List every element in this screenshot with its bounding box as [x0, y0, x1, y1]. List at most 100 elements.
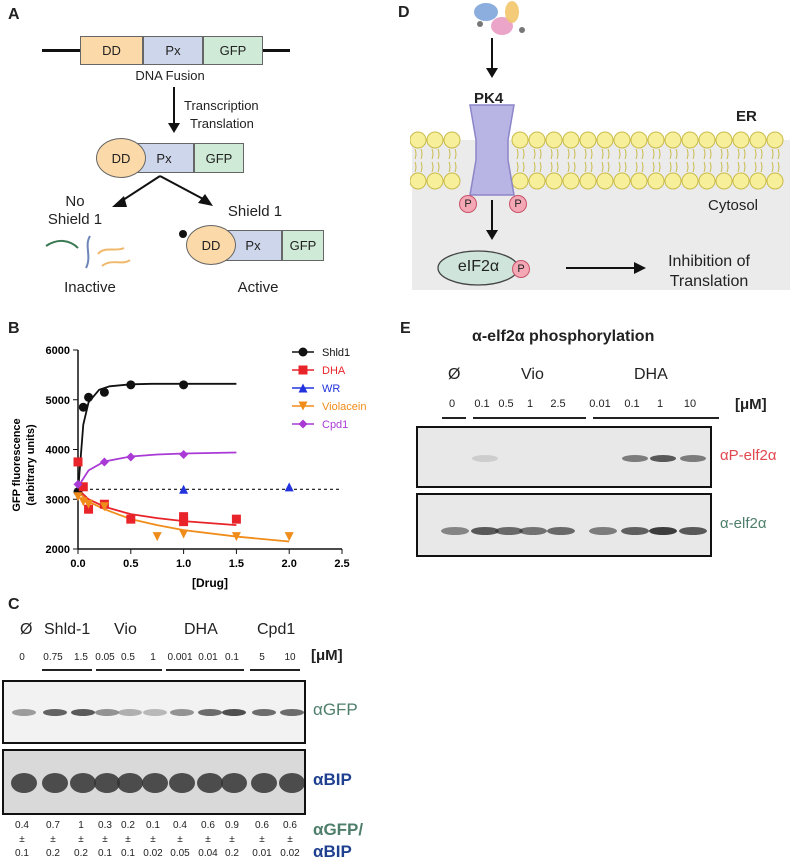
band: [142, 773, 168, 793]
no-shield-text: No: [65, 193, 85, 210]
x-tick-label: 0.5: [123, 558, 138, 570]
point-wr: [179, 484, 189, 494]
shield-ligand: [179, 230, 187, 238]
gfp-fluorescence-chart: GFP fluorescence (arbitrary units) 20003…: [11, 345, 366, 590]
band: [169, 773, 195, 793]
band: [472, 455, 498, 462]
point-cpd1: [73, 479, 83, 489]
legend-marker-wr: [298, 383, 308, 393]
c-quant-value: 0.7: [46, 820, 60, 831]
c-underline-cpd: [250, 669, 300, 671]
c-conc-label: 0.001: [167, 652, 193, 663]
c-conc-label: 0: [19, 652, 25, 663]
c-quant-value: 0.6: [201, 820, 215, 831]
band: [441, 527, 469, 535]
e-conc-label: 1: [656, 398, 664, 410]
c-quant-value: 1: [78, 820, 84, 831]
legend-marker-violacein: [298, 401, 308, 411]
band: [71, 709, 95, 716]
eif2a-label: eIF2α: [457, 258, 500, 275]
dna-px-domain: Px: [143, 36, 203, 65]
band: [12, 709, 36, 716]
panel-e-label: E: [400, 320, 411, 337]
e-conc-label: 10: [683, 398, 697, 410]
c-quant-value: 0.02: [280, 848, 300, 859]
c-blot-gfp: [2, 680, 306, 744]
dna-dd-domain: DD: [80, 36, 143, 65]
phospho-p-right: P: [509, 195, 527, 213]
active-dd-domain: DD: [186, 225, 236, 265]
e-conc-label: 1: [526, 398, 534, 410]
y-axis-label-line2: (arbitrary units): [25, 424, 37, 506]
point-cpd1: [179, 449, 189, 459]
band: [279, 773, 304, 793]
point-shld1: [99, 387, 109, 397]
c-quant-value: 0.1: [146, 820, 160, 831]
y-tick-label: 3000: [46, 494, 70, 506]
shield-text: Shield 1: [227, 203, 283, 220]
c-conc-label: 0.5: [121, 652, 135, 663]
point-violacein: [231, 532, 241, 542]
legend-marker-dha: [298, 365, 308, 375]
point-dha: [73, 457, 83, 467]
x-tick-label: 2.0: [282, 558, 297, 570]
c-vio-label: Vio: [114, 621, 137, 638]
e-conc-label: 0.01: [589, 398, 611, 410]
band: [519, 527, 547, 535]
dna-gfp-domain: GFP: [203, 36, 263, 65]
c-quant-value: ±: [19, 834, 25, 845]
e-label-p-eif2a: αP-elf2α: [720, 447, 777, 464]
active-text: Active: [237, 279, 279, 296]
band: [252, 709, 276, 716]
panel-a-label: A: [8, 6, 20, 23]
band: [547, 527, 575, 535]
protein-gfp-domain: GFP: [194, 143, 244, 173]
band: [170, 709, 194, 716]
c-quant-value: ±: [205, 834, 211, 845]
c-quant-value: ±: [259, 834, 265, 845]
c-quant-value: ±: [177, 834, 183, 845]
c-quant-value: 0.4: [15, 820, 29, 831]
e-empty-label: Ø: [448, 366, 461, 383]
c-label-gfp: αGFP: [313, 700, 358, 719]
c-quant-value: 0.6: [255, 820, 269, 831]
band: [94, 773, 120, 793]
c-cpd-label: Cpd1: [257, 621, 296, 638]
dna-fusion-caption: DNA Fusion: [135, 68, 205, 83]
panel-b-label: B: [8, 320, 20, 337]
legend-label-shld1: Shld1: [322, 347, 350, 359]
c-underline-shld: [42, 669, 92, 671]
c-conc-label: 0.75: [43, 652, 63, 663]
band: [11, 773, 37, 793]
c-quant-value: 0.02: [143, 848, 163, 859]
point-cpd1: [99, 457, 109, 467]
er-pk4-diagram: [410, 1, 790, 290]
e-conc-label: 0.1: [474, 398, 490, 410]
x-tick-label: 1.5: [229, 558, 244, 570]
translation-text-d: Translation: [669, 273, 749, 290]
band: [679, 527, 707, 535]
c-unit-label: [μM]: [311, 647, 343, 664]
point-dha: [231, 514, 241, 524]
band: [117, 773, 143, 793]
x-axis-label: [Drug]: [192, 576, 228, 590]
band: [222, 709, 246, 716]
transcription-text: Transcription: [184, 98, 259, 113]
y-tick-label: 6000: [46, 345, 70, 357]
c-quant-value: 0.6: [283, 820, 297, 831]
c-quant-value: 0.1: [15, 848, 29, 859]
inhibition-text: Inhibition of: [668, 253, 750, 270]
legend-label-dha: DHA: [322, 365, 346, 377]
e-dha-label: DHA: [634, 366, 668, 383]
no-shield-text-2: Shield 1: [47, 211, 103, 228]
point-shld1: [78, 402, 88, 412]
point-violacein: [99, 502, 109, 512]
point-wr: [284, 482, 294, 492]
point-dha: [179, 512, 189, 522]
point-violacein: [73, 492, 83, 502]
point-shld1: [179, 380, 189, 390]
pk4-label: PK4: [474, 90, 504, 107]
band: [495, 527, 523, 535]
panel-c-label: C: [8, 596, 20, 613]
c-conc-label: 5: [259, 652, 265, 663]
